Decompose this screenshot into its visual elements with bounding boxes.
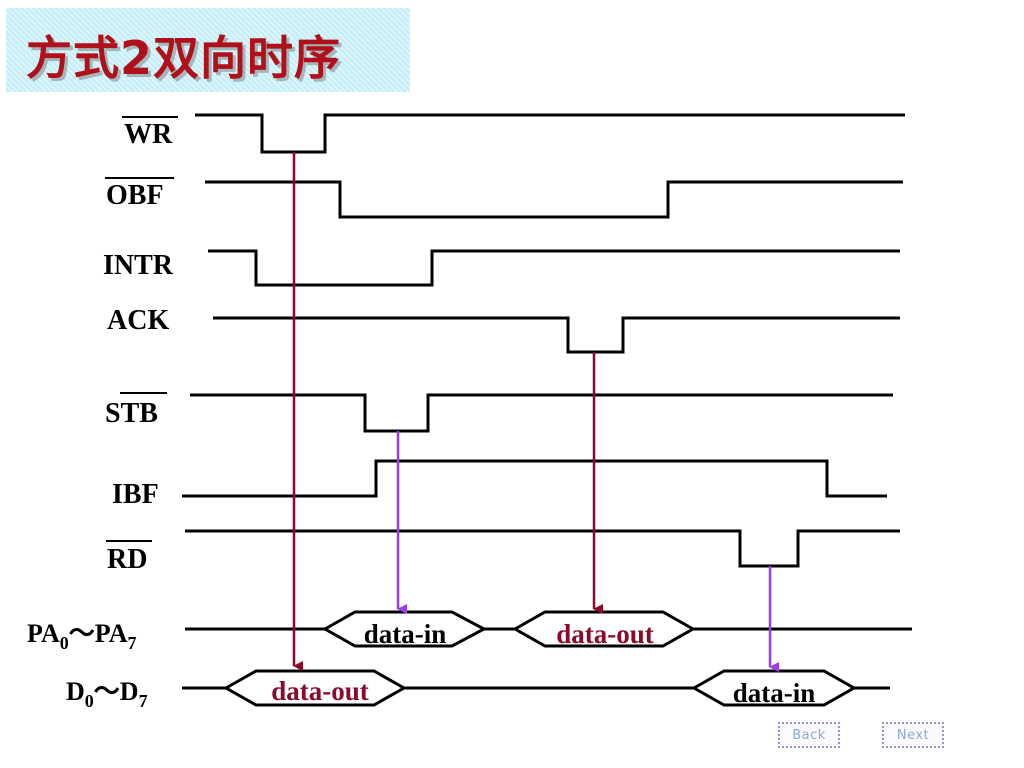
svg-text:OBF: OBF: [106, 180, 164, 211]
waveform-ibf: [182, 459, 887, 498]
svg-text:WR: WR: [124, 119, 173, 150]
waveform-ack: [213, 316, 900, 354]
signal-label-rd: RD: [106, 540, 152, 575]
data-window-d-out: [222, 669, 408, 707]
back-button[interactable]: Back: [778, 722, 840, 748]
waveform-intr: [208, 249, 900, 287]
data-label-d-in: data-in: [733, 678, 816, 708]
next-button[interactable]: Next: [882, 722, 944, 748]
bus-label-pa: PA0～PA7: [27, 619, 136, 653]
bus-label-d: D0～D7: [66, 677, 148, 711]
svg-text:RD: RD: [107, 544, 147, 575]
back-button-label: Back: [792, 727, 826, 743]
title-banner: 方式2双向时序: [6, 8, 410, 92]
waveform-wr: [195, 113, 905, 154]
data-label-pa-in: data-in: [364, 619, 447, 649]
signal-label-wr: WR: [122, 116, 178, 150]
data-label-pa-out: data-out: [556, 619, 654, 649]
signal-label-stb: STB: [105, 392, 167, 429]
signal-label-obf: OBF: [105, 177, 174, 211]
signal-label-intr: INTR: [103, 250, 174, 281]
svg-text:STB: STB: [105, 398, 158, 429]
data-window-d-in: [690, 669, 858, 707]
signal-label-ibf: IBF: [112, 479, 159, 510]
signal-label-ack: ACK: [107, 305, 169, 336]
data-label-d-out: data-out: [271, 676, 369, 706]
waveform-obf: [205, 180, 903, 219]
waveform-rd: [185, 529, 900, 568]
data-window-pa-out: [511, 610, 697, 648]
svg-text:PA0～PA7: PA0～PA7: [27, 619, 136, 653]
waveform-stb: [190, 393, 893, 433]
data-window-pa-in: [321, 610, 488, 648]
page-title: 方式2双向时序: [26, 31, 342, 85]
svg-text:D0～D7: D0～D7: [66, 677, 148, 711]
next-button-label: Next: [896, 727, 930, 743]
